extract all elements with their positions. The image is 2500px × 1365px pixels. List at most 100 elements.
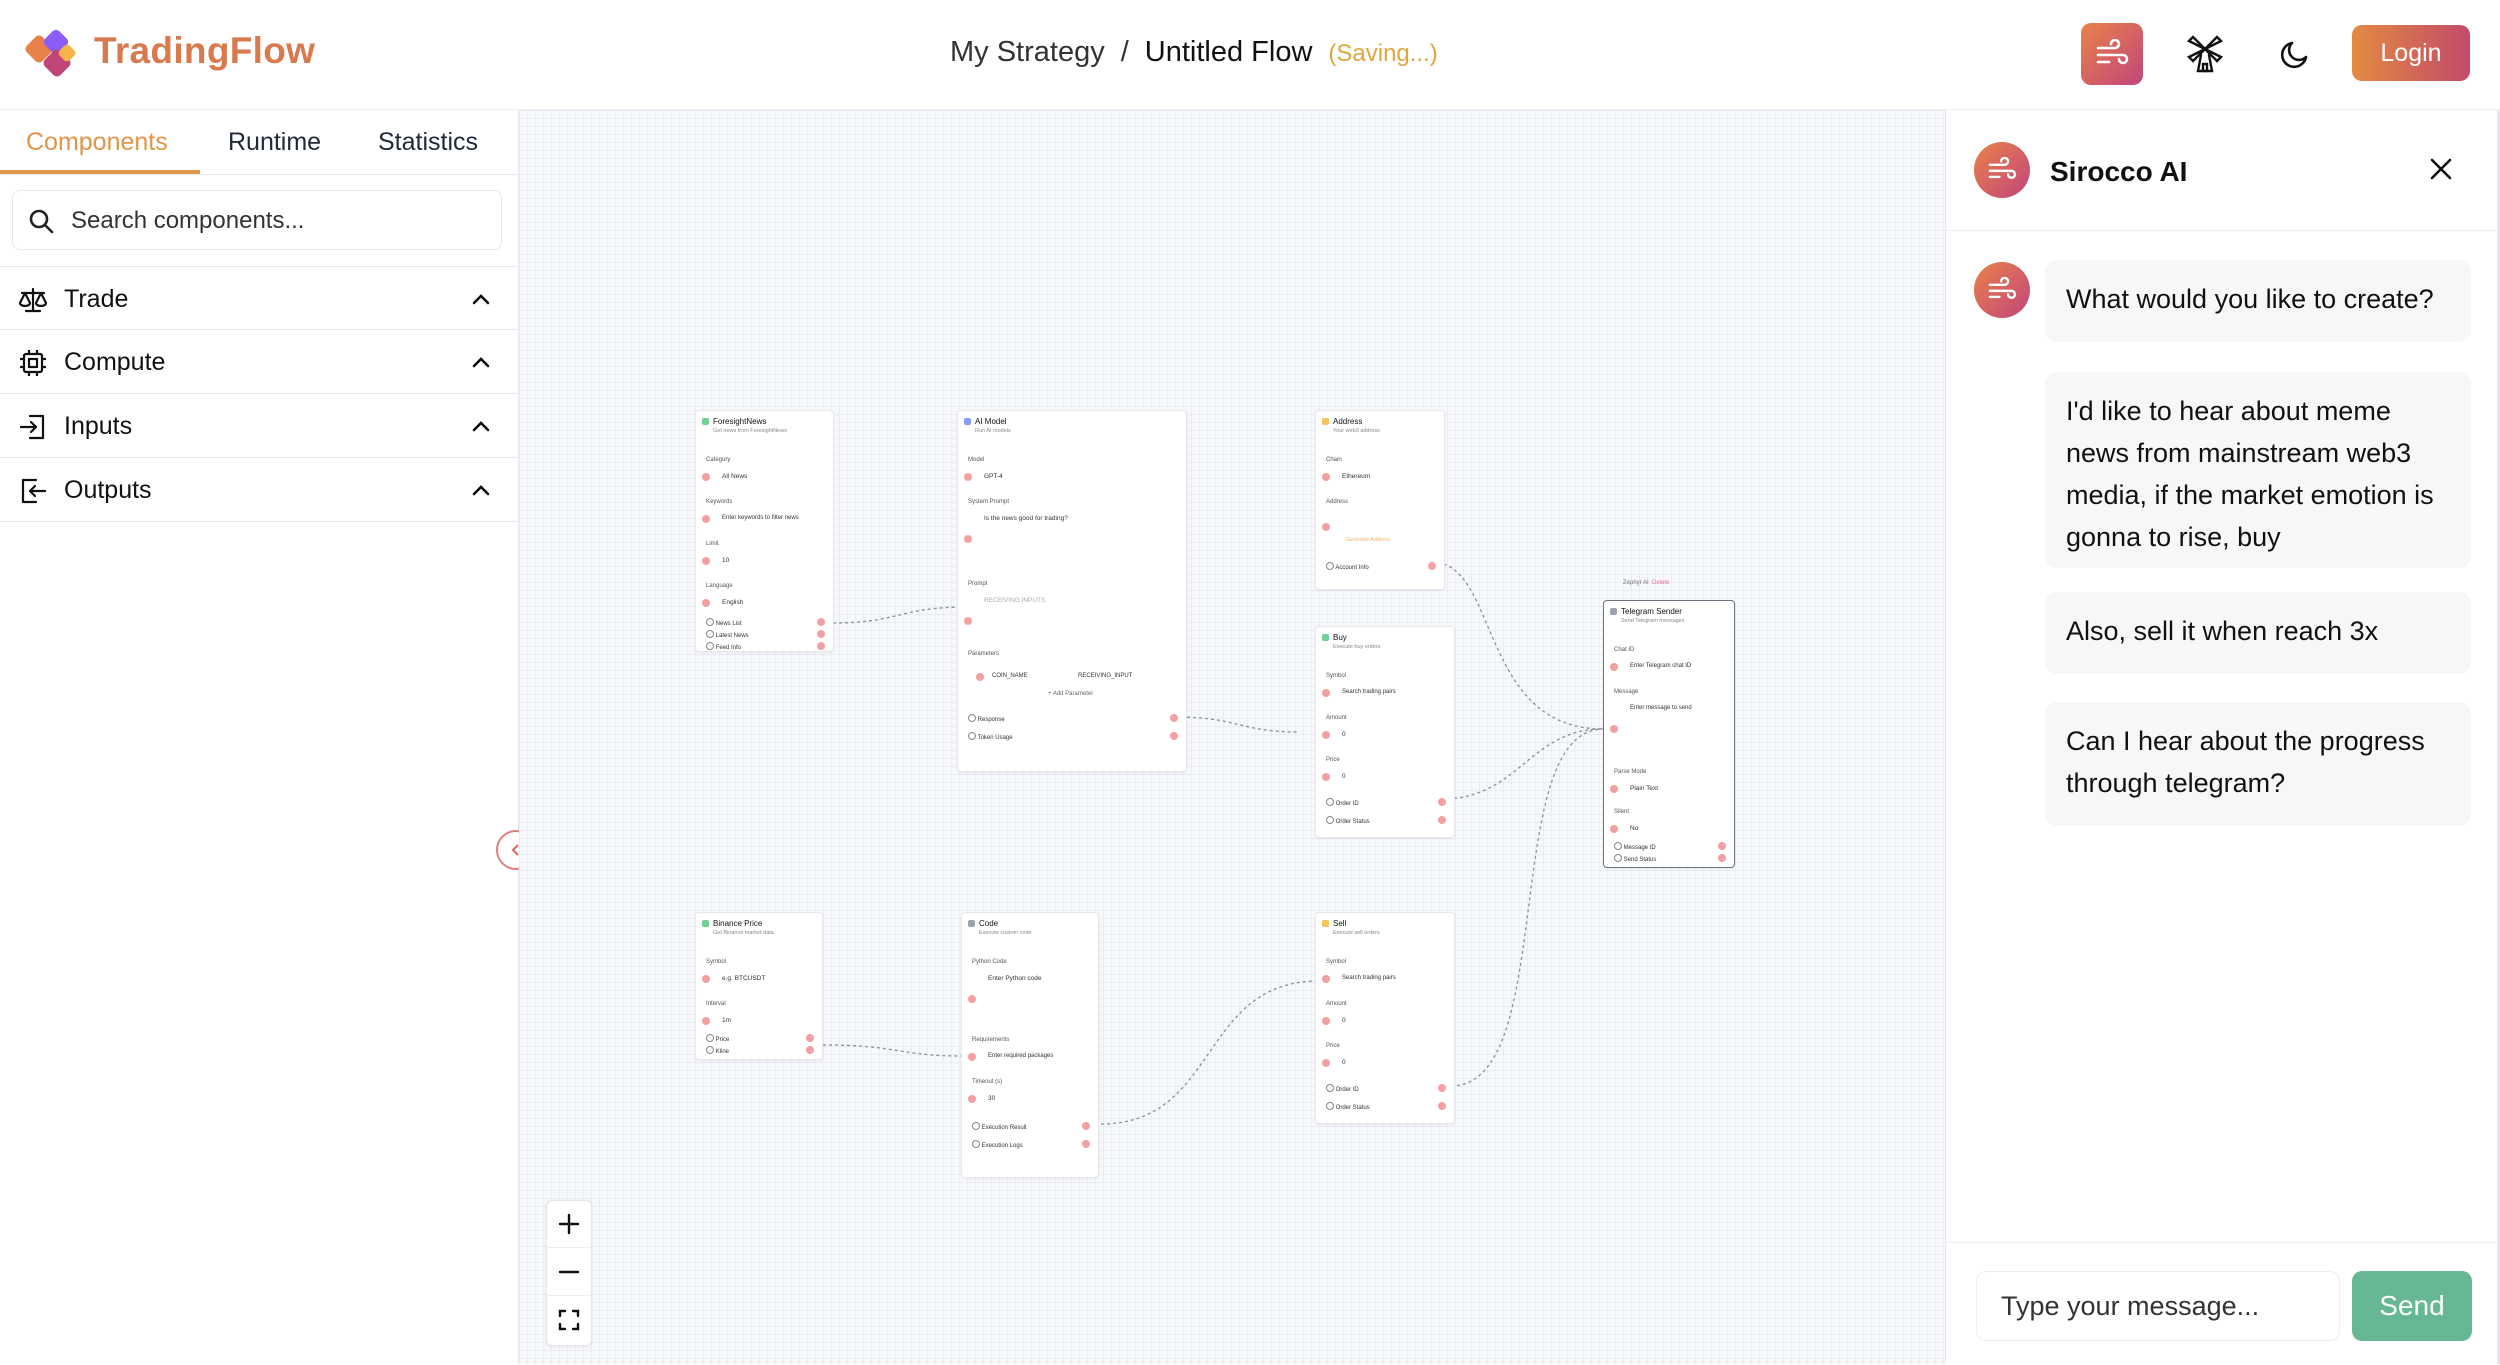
input-port[interactable] xyxy=(968,1053,976,1061)
output-port[interactable] xyxy=(1438,816,1446,824)
input-port[interactable] xyxy=(1610,825,1618,833)
parse-mode-select[interactable]: Plain Text xyxy=(1630,785,1659,792)
node-foresight-news[interactable]: ForesightNews Get news from ForesightNew… xyxy=(695,410,834,652)
send-button[interactable]: Send xyxy=(2352,1271,2472,1341)
input-port[interactable] xyxy=(1322,1017,1330,1025)
input-port[interactable] xyxy=(702,473,710,481)
requirements-input[interactable]: Enter required packages xyxy=(988,1053,1054,1059)
flow-name[interactable]: Untitled Flow xyxy=(1144,36,1313,68)
flow-canvas[interactable]: ForesightNews Get news from ForesightNew… xyxy=(519,110,1945,1364)
zephyr-ai-button[interactable]: Zephyr AI xyxy=(1623,580,1649,586)
input-port[interactable] xyxy=(1322,1059,1330,1067)
output-port[interactable] xyxy=(1082,1122,1090,1130)
output-port[interactable] xyxy=(1438,798,1446,806)
category-outputs[interactable]: Outputs xyxy=(0,458,518,522)
output-port[interactable] xyxy=(1170,714,1178,722)
input-port[interactable] xyxy=(1322,473,1330,481)
language-select[interactable]: English xyxy=(722,599,744,606)
chat-id-input[interactable]: Enter Telegram chat ID xyxy=(1630,663,1692,669)
output-port[interactable] xyxy=(806,1046,814,1054)
input-port[interactable] xyxy=(964,473,972,481)
theme-toggle-button[interactable] xyxy=(2264,23,2326,85)
ai-assistant-button[interactable] xyxy=(2081,23,2143,85)
zoom-out-button[interactable] xyxy=(547,1249,591,1296)
symbol-search[interactable]: Search trading pairs xyxy=(1342,689,1396,695)
breadcrumb-strategy[interactable]: My Strategy xyxy=(950,36,1105,68)
model-select[interactable]: GPT-4 xyxy=(984,473,1003,480)
input-port[interactable] xyxy=(702,599,710,607)
chain-select[interactable]: Ethereum xyxy=(1342,473,1371,480)
input-port[interactable] xyxy=(702,557,710,565)
interval-select[interactable]: 1m xyxy=(722,1017,732,1024)
param-key-input[interactable]: COIN_NAME xyxy=(992,673,1028,679)
prompt-input[interactable]: RECEIVING INPUTS xyxy=(984,597,1046,604)
amount-input[interactable]: 0 xyxy=(1342,731,1346,738)
symbol-input[interactable]: e.g. BTCUSDT xyxy=(722,975,766,982)
node-address[interactable]: Address Your web3 address Chain Ethereum… xyxy=(1315,410,1445,590)
add-parameter-button[interactable]: + Add Parameter xyxy=(1048,691,1094,697)
login-button[interactable]: Login xyxy=(2352,25,2470,81)
output-port[interactable] xyxy=(806,1034,814,1042)
input-port[interactable] xyxy=(976,673,984,681)
category-inputs[interactable]: Inputs xyxy=(0,394,518,458)
silent-select[interactable]: No xyxy=(1630,825,1639,832)
category-trade[interactable]: Trade xyxy=(0,266,518,330)
close-icon[interactable] xyxy=(2426,154,2456,184)
timeout-input[interactable]: 30 xyxy=(988,1095,996,1102)
zoom-in-button[interactable] xyxy=(547,1201,591,1248)
message-input[interactable] xyxy=(1976,1271,2340,1341)
system-prompt-input[interactable]: Is the news good for trading? xyxy=(984,515,1068,522)
output-port[interactable] xyxy=(817,618,825,626)
input-port[interactable] xyxy=(1322,689,1330,697)
amount-input[interactable]: 0 xyxy=(1342,1017,1346,1024)
input-port[interactable] xyxy=(968,1095,976,1103)
category-compute[interactable]: Compute xyxy=(0,330,518,394)
input-port[interactable] xyxy=(702,515,710,523)
output-port[interactable] xyxy=(817,630,825,638)
node-code[interactable]: Code Execute custom code Python Code Ent… xyxy=(961,912,1099,1178)
python-code-input[interactable]: Enter Python code xyxy=(988,975,1042,982)
search-input[interactable] xyxy=(69,201,493,241)
fit-view-button[interactable] xyxy=(547,1297,591,1343)
output-port[interactable] xyxy=(1718,854,1726,862)
param-value-input[interactable]: RECEIVING_INPUT xyxy=(1078,673,1133,679)
input-port[interactable] xyxy=(1322,975,1330,983)
input-port[interactable] xyxy=(1610,725,1618,733)
input-port[interactable] xyxy=(702,975,710,983)
output-port[interactable] xyxy=(1718,842,1726,850)
symbol-search[interactable]: Search trading pairs xyxy=(1342,975,1396,981)
windmill-button[interactable] xyxy=(2174,23,2236,85)
input-port[interactable] xyxy=(1322,523,1330,531)
input-port[interactable] xyxy=(1322,731,1330,739)
output-port[interactable] xyxy=(817,642,825,650)
price-input[interactable]: 0 xyxy=(1342,773,1346,780)
limit-input[interactable]: 10 xyxy=(722,557,730,564)
output-port[interactable] xyxy=(1428,562,1436,570)
node-buy[interactable]: Buy Execute buy orders Symbol Search tra… xyxy=(1315,626,1455,838)
input-port[interactable] xyxy=(1610,785,1618,793)
output-port[interactable] xyxy=(1082,1140,1090,1148)
input-port[interactable] xyxy=(964,617,972,625)
tab-statistics[interactable]: Statistics xyxy=(378,128,479,156)
tab-components[interactable]: Components xyxy=(26,128,168,156)
node-telegram-sender[interactable]: Telegram Sender Send Telegram messages C… xyxy=(1603,600,1735,868)
node-ai-model[interactable]: AI Model Run AI models Model GPT-4 Syste… xyxy=(957,410,1187,772)
output-port[interactable] xyxy=(1438,1084,1446,1092)
keywords-input[interactable]: Enter keywords to filter news xyxy=(722,515,799,521)
category-select[interactable]: All News xyxy=(722,473,748,480)
output-port[interactable] xyxy=(1170,732,1178,740)
generate-address-button[interactable]: Generate Address xyxy=(1346,537,1391,543)
output-port[interactable] xyxy=(1438,1102,1446,1110)
tab-runtime[interactable]: Runtime xyxy=(228,128,322,156)
input-port[interactable] xyxy=(702,1017,710,1025)
node-binance-price[interactable]: Binance Price Get Binance market data Sy… xyxy=(695,912,823,1060)
component-search[interactable] xyxy=(12,190,502,250)
input-port[interactable] xyxy=(964,535,972,543)
input-port[interactable] xyxy=(1322,773,1330,781)
node-sell[interactable]: Sell Execute sell orders Symbol Search t… xyxy=(1315,912,1455,1124)
delete-node-button[interactable]: Delete xyxy=(1652,580,1670,586)
input-port[interactable] xyxy=(1610,663,1618,671)
message-input[interactable]: Enter message to send xyxy=(1630,705,1692,711)
input-port[interactable] xyxy=(968,995,976,1003)
price-input[interactable]: 0 xyxy=(1342,1059,1346,1066)
